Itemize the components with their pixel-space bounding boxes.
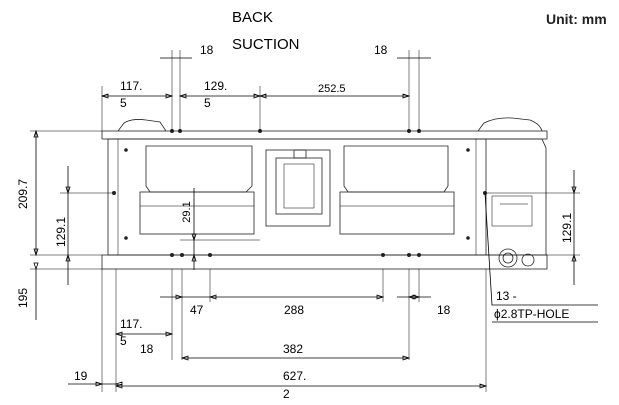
dim-left-129: 129.1 <box>54 217 68 247</box>
mounting-holes <box>112 129 487 257</box>
dim-top-18-left: 18 <box>200 43 214 57</box>
mount-hole <box>208 253 212 257</box>
left-fan-housing <box>145 145 253 193</box>
motor <box>275 157 323 215</box>
mount-hole <box>170 253 174 257</box>
dimension-labels: 18 18 117. 5 129. 5 252.5 209.7 129.1 19… <box>16 43 574 401</box>
dimension-lines <box>30 50 598 392</box>
dim-mid-29: 29.1 <box>181 201 193 222</box>
mount-hole <box>124 236 128 240</box>
dim-top-117: 117. <box>120 79 142 93</box>
left-top-bump <box>117 119 167 132</box>
dim-bot-19: 19 <box>74 369 88 383</box>
dim-bot-288: 288 <box>284 303 304 317</box>
right-fan-housing <box>343 145 449 193</box>
electric-box <box>486 138 547 256</box>
dim-bot-117-b: 5 <box>120 334 127 348</box>
dim-right-129: 129.1 <box>560 213 574 243</box>
mount-hole <box>112 191 116 195</box>
dim-bot-627: 627. <box>283 369 306 383</box>
dim-left-195: 195 <box>16 288 30 308</box>
dim-top-117-b: 5 <box>120 96 127 110</box>
dim-bot-18-left: 18 <box>140 342 154 356</box>
mount-hole <box>466 148 470 152</box>
dim-bot-382: 382 <box>283 342 303 356</box>
hole-spec-label: ϕ2.8TP-HOLE <box>494 307 569 321</box>
drain-inner <box>502 252 514 264</box>
electric-box-inner <box>491 195 533 227</box>
right-fan-body <box>339 191 455 235</box>
mount-hole <box>124 148 128 152</box>
motor-core <box>283 163 315 209</box>
dim-top-252: 252.5 <box>318 83 346 95</box>
dim-bot-117: 117. <box>120 317 142 331</box>
hole-count-label: 13 - <box>496 289 517 303</box>
unit-label: Unit: mm <box>546 11 607 27</box>
mount-hole <box>417 253 421 257</box>
dim-top-129: 129. <box>204 79 227 93</box>
mount-hole <box>180 253 184 257</box>
left-fan-body <box>139 191 255 235</box>
right-top-bump <box>477 117 543 132</box>
title-line-back: BACK <box>232 9 273 26</box>
title-line-suction: SUCTION <box>232 36 300 53</box>
dim-left-209: 209.7 <box>16 179 30 209</box>
mount-hole <box>381 253 385 257</box>
dim-bot-18-right: 18 <box>437 303 451 317</box>
top-rail <box>101 130 548 140</box>
dim-bot-627-b: 2 <box>283 387 290 401</box>
mount-hole <box>466 236 470 240</box>
dim-top-18-right: 18 <box>374 43 388 57</box>
drain-outer <box>498 248 518 268</box>
dim-top-129-b: 5 <box>204 96 211 110</box>
dim-bot-47: 47 <box>190 303 204 317</box>
motor-terminal <box>293 149 307 159</box>
main-frame <box>107 138 487 256</box>
drain-cap <box>521 253 535 267</box>
bottom-plate <box>101 254 548 270</box>
mount-hole <box>407 253 411 257</box>
unit-body <box>101 117 548 270</box>
